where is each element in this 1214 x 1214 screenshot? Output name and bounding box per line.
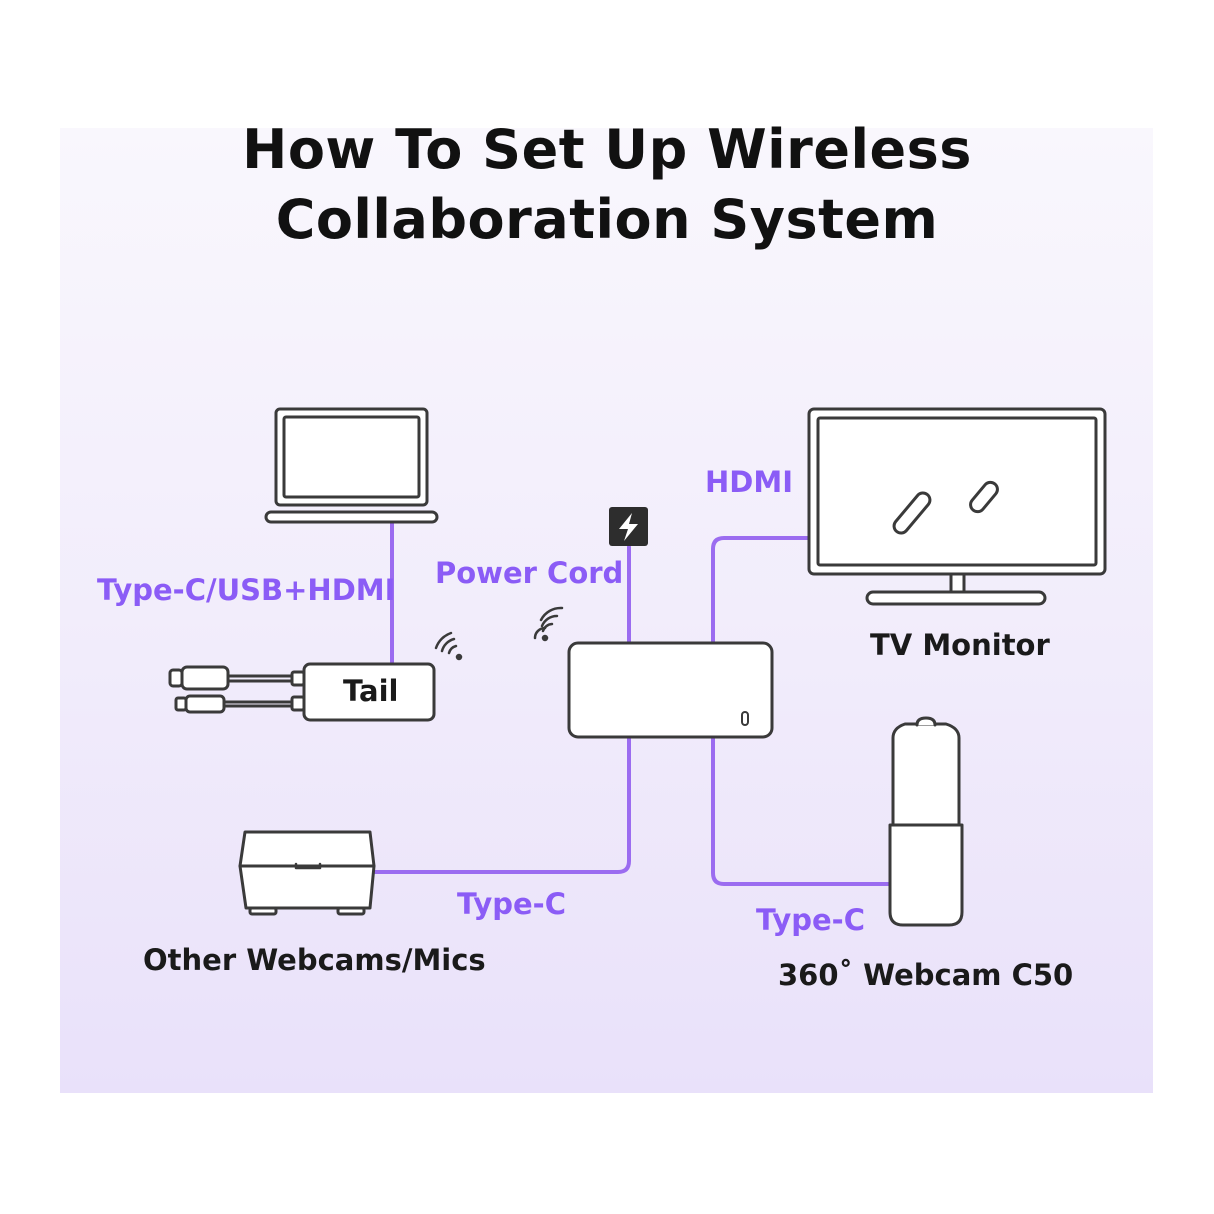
- folding-webcam-icon: [238, 830, 376, 916]
- laptop-cable-label: Type-C/USB+HDMI: [97, 573, 396, 607]
- title-line-2: Collaboration System: [275, 188, 939, 251]
- wireless-signal-icon: [533, 606, 564, 642]
- hub-to-webcam-c50-line: [711, 735, 890, 886]
- connection-lines: [370, 520, 890, 886]
- tv-monitor-label: TV Monitor: [870, 628, 1050, 662]
- wireless-signal-icon: [434, 631, 463, 661]
- page-title: How To Set Up Wireless Collaboration Sys…: [0, 115, 1214, 255]
- dongle-icon: [168, 662, 436, 722]
- webcam-cable-label: Type-C: [756, 903, 865, 937]
- title-line-1: How To Set Up Wireless: [242, 118, 972, 181]
- tail-label: Tail: [343, 674, 399, 708]
- other-cable-label: Type-C: [457, 887, 566, 921]
- power-cord-label: Power Cord: [435, 556, 624, 590]
- other-devices-label: Other Webcams/Mics: [143, 943, 486, 977]
- cylinder-webcam-icon: [888, 716, 964, 927]
- hub-box-icon: [567, 641, 774, 739]
- lightning-bolt-icon: [609, 507, 648, 546]
- hdmi-line: [711, 536, 810, 645]
- laptop-icon: [264, 407, 439, 524]
- hdmi-label: HDMI: [705, 465, 793, 499]
- tv-monitor-icon: [807, 407, 1107, 606]
- webcam-c50-label: 360˚ Webcam C50: [778, 958, 1074, 992]
- background-panel: [60, 128, 1153, 1093]
- hub-to-other-webcams-line: [370, 735, 631, 874]
